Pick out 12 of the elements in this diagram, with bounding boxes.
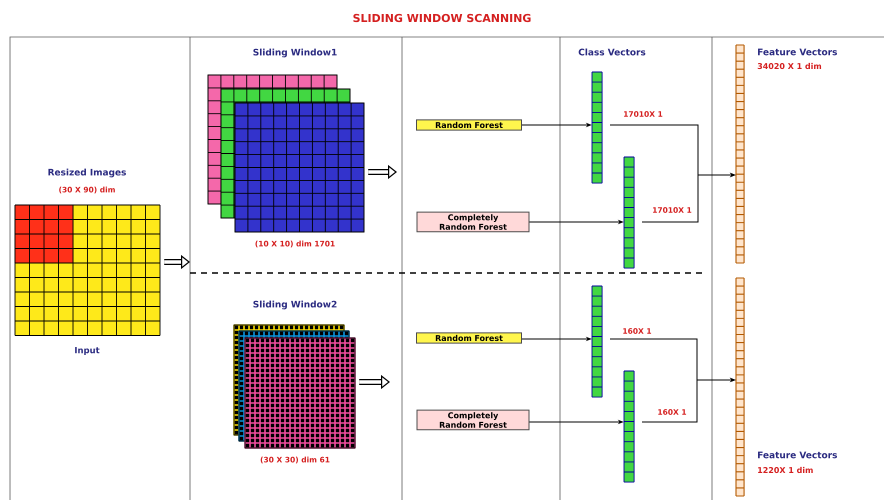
column-heading: Class Vectors bbox=[578, 48, 646, 56]
class-vector-bar bbox=[592, 72, 603, 184]
heading: Sliding Window1 bbox=[253, 48, 337, 58]
class-vector-bar bbox=[624, 370, 635, 483]
heading: Feature Vectors bbox=[758, 452, 837, 458]
heading: Sliding Window2 bbox=[253, 300, 336, 310]
class-vector-bar bbox=[624, 156, 635, 269]
class-vector-bar bbox=[592, 286, 603, 398]
heading: Feature Vectors bbox=[758, 48, 837, 56]
image-label: Input bbox=[75, 347, 100, 355]
title: SLIDING WINDOW SCANNING bbox=[353, 14, 531, 22]
heading: Resized Images bbox=[48, 168, 126, 178]
